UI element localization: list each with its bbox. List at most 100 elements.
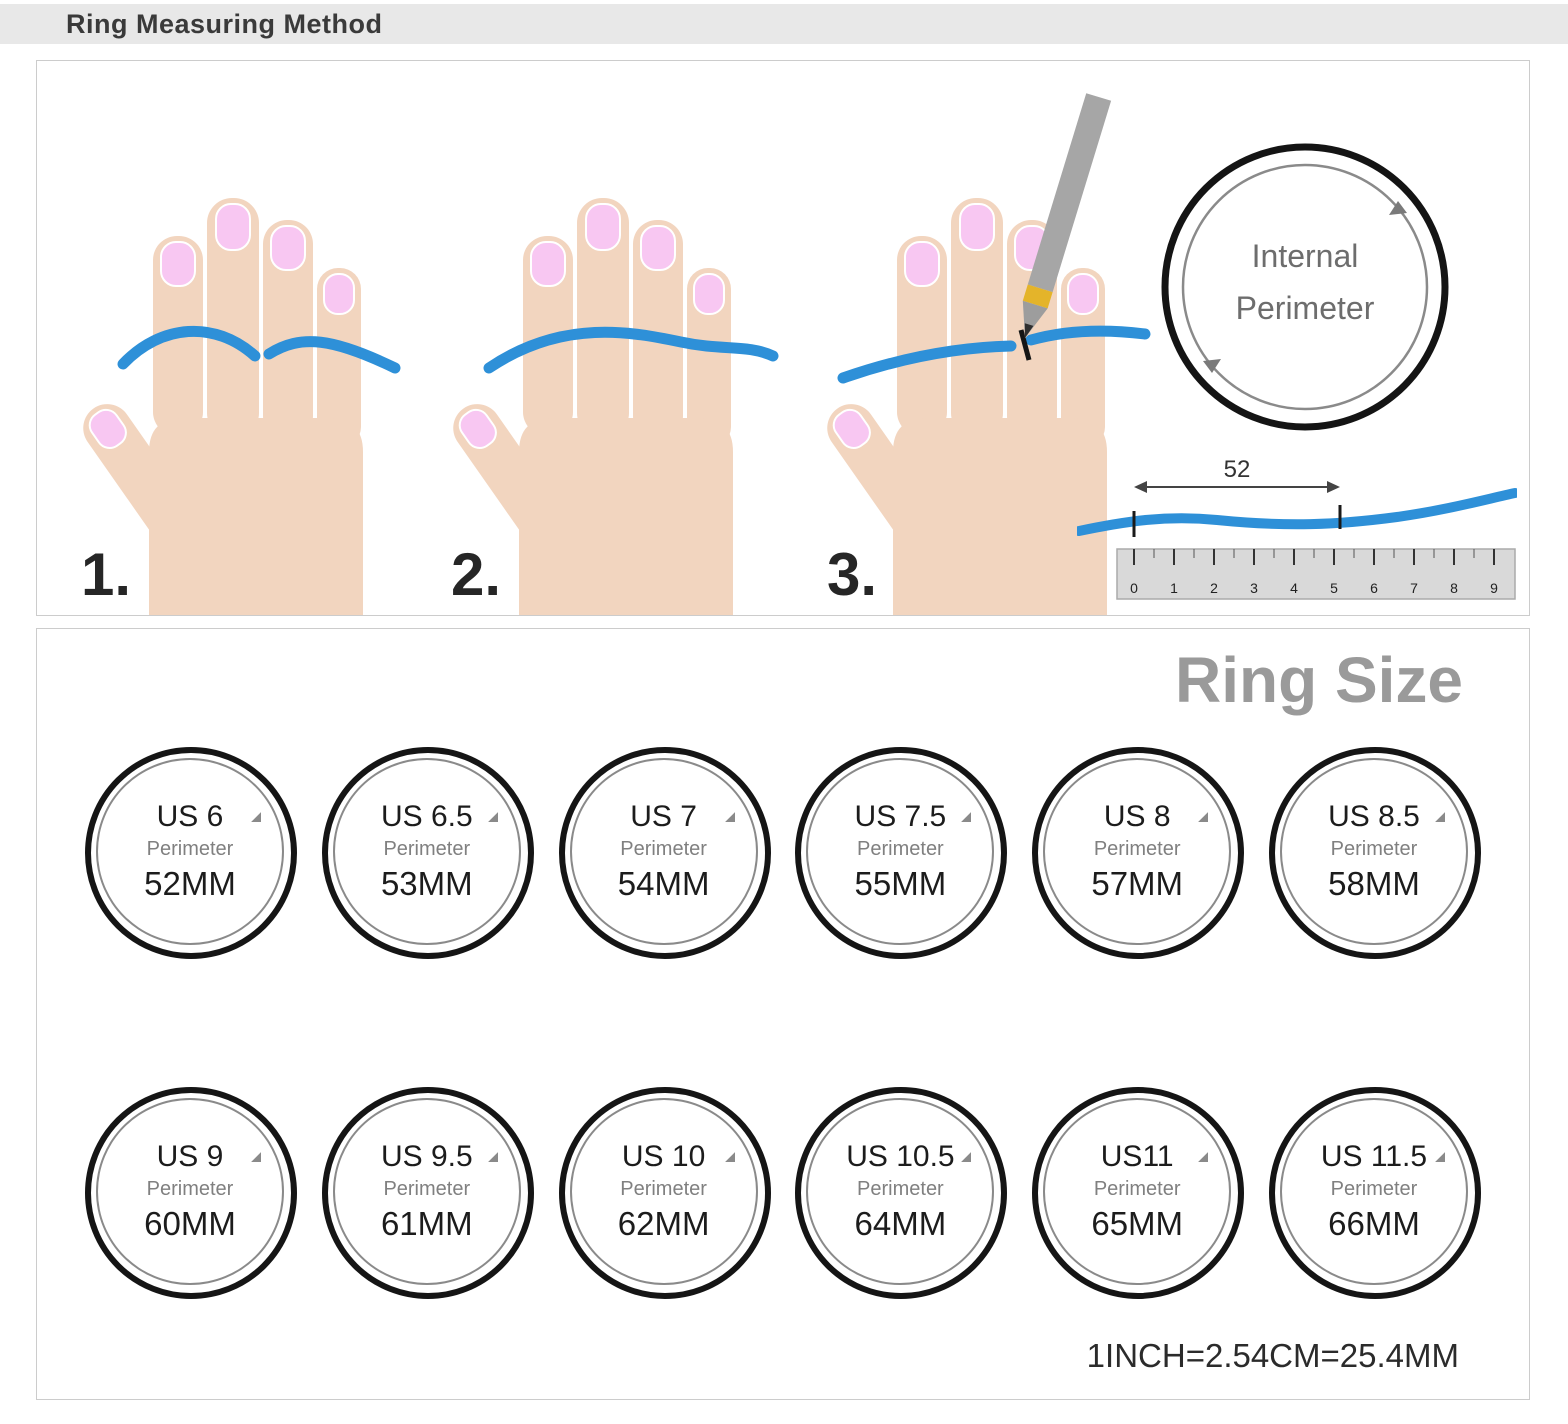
measuring-string-icon (117, 325, 401, 374)
ring-inner-circle: US 8.5 Perimeter 58MM (1279, 758, 1468, 945)
hand-shape (827, 198, 1107, 615)
ring-perimeter-value: 53MM (380, 865, 473, 902)
ring-us-size: US 8 (1103, 800, 1171, 833)
step-3-label: 3. (827, 541, 878, 608)
ring-us-size: US 10.5 (846, 1140, 955, 1173)
ruler-tick: 7 (1410, 580, 1418, 596)
ruler-tick: 1 (1170, 580, 1178, 596)
ring-perimeter-label: Perimeter (1093, 1178, 1181, 1200)
ring-perimeter-value: 58MM (1328, 865, 1420, 902)
ring-us-size: US 6 (156, 800, 224, 833)
step3-hand-illustration (809, 93, 1151, 615)
hand-icon (453, 198, 779, 615)
header-bar: Ring Measuring Method (0, 4, 1568, 44)
ring-size-item: US 9 Perimeter 60MM (85, 1087, 297, 1299)
ring-perimeter-label: Perimeter (383, 1178, 471, 1200)
ring-us-size: US 7.5 (854, 800, 947, 833)
hand-icon (827, 93, 1151, 615)
ring-size-item: US 7 Perimeter 54MM (558, 747, 771, 959)
ring-perimeter-value: 52MM (144, 865, 236, 902)
ruler-tick: 4 (1290, 580, 1298, 596)
ruler-tick: 8 (1450, 580, 1458, 596)
ring-us-size: US 7 (630, 800, 697, 833)
ring-size-item: US 6 Perimeter 52MM (85, 747, 297, 959)
ring-perimeter-label: Perimeter (383, 838, 471, 860)
ruler-tick: 6 (1370, 580, 1378, 596)
ring-perimeter-value: 65MM (1091, 1205, 1184, 1242)
measuring-string-icon (483, 326, 779, 374)
step2-hand-illustration (435, 116, 779, 615)
ruler-tick: 0 (1130, 580, 1138, 596)
page-title: Ring Measuring Method (66, 8, 383, 39)
ring-perimeter-value: 60MM (144, 1205, 236, 1242)
ruler-diagram: 52 0 1 2 3 4 5 6 7 8 9 (1074, 456, 1520, 612)
ring-perimeter-label: Perimeter (620, 838, 707, 860)
ring-perimeter-label: Perimeter (146, 1178, 234, 1200)
ruler-tick: 2 (1210, 580, 1218, 596)
ring-perimeter-value: 55MM (854, 865, 947, 902)
internal-perimeter-diagram: Internal Perimeter (1155, 137, 1455, 437)
ring-perimeter-label: Perimeter (1093, 838, 1181, 860)
ring-inner-circle: US 8 Perimeter 57MM (1043, 758, 1232, 945)
hand-icon (83, 198, 401, 615)
pen-icon (1022, 93, 1112, 338)
ring-us-size: US 9 (156, 1140, 224, 1173)
ring-perimeter-value: 66MM (1328, 1205, 1420, 1242)
ruler-tick: 3 (1250, 580, 1258, 596)
ring-perimeter-label: Perimeter (857, 838, 944, 860)
ring-us-size: US 6.5 (380, 800, 473, 833)
ring-row-2: US 9 Perimeter 60MM US 9.5 Perimeter 61M… (85, 1087, 1481, 1299)
ring-size-item: US 8 Perimeter 57MM (1032, 747, 1245, 959)
ring-inner-circle: US 6.5 Perimeter 53MM (332, 758, 521, 945)
ring-inner-circle: US 11.5 Perimeter 66MM (1279, 1098, 1468, 1285)
measuring-string-icon (837, 325, 1151, 384)
ring-inner-circle: US 10.5 Perimeter 64MM (806, 1098, 995, 1285)
perimeter-circle-line2: Perimeter (1236, 290, 1375, 326)
ring-us-size: US 10 (621, 1140, 706, 1173)
perimeter-circle-icon: Internal Perimeter (1161, 143, 1449, 431)
ring-us-size: US 11.5 (1320, 1140, 1428, 1173)
ring-us-size: US11 (1100, 1140, 1174, 1173)
ring-inner-circle: US 9 Perimeter 60MM (96, 1098, 284, 1285)
ring-perimeter-value: 61MM (380, 1205, 473, 1242)
ruler-tick: 9 (1490, 580, 1498, 596)
ring-perimeter-value: 54MM (617, 865, 710, 902)
ring-size-item: US 11.5 Perimeter 66MM (1268, 1087, 1481, 1299)
ring-inner-circle: US 9.5 Perimeter 61MM (332, 1098, 521, 1285)
ring-size-panel: Ring Size US 6 Perimeter 52MM US 6.5 Per… (36, 628, 1530, 1400)
ring-perimeter-label: Perimeter (1330, 838, 1418, 860)
step-2-label: 2. (451, 541, 502, 608)
size-chart-title: Ring Size (1174, 644, 1463, 716)
ring-inner-circle: US 7 Perimeter 54MM (569, 758, 758, 945)
hand-shape (83, 198, 363, 615)
ring-inner-circle: US11 Perimeter 65MM (1043, 1098, 1232, 1285)
ring-perimeter-value: 57MM (1091, 865, 1184, 902)
ring-size-item: US11 Perimeter 65MM (1032, 1087, 1245, 1299)
unit-conversion-note: 1INCH=2.54CM=25.4MM (1086, 1337, 1459, 1374)
ring-us-size: US 9.5 (380, 1140, 473, 1173)
ring-size-item: US 7.5 Perimeter 55MM (795, 747, 1008, 959)
measuring-method-panel: 1. (36, 60, 1530, 616)
ruler-tick: 5 (1330, 580, 1338, 596)
ring-size-item: US 10.5 Perimeter 64MM (795, 1087, 1008, 1299)
ring-perimeter-value: 64MM (854, 1205, 947, 1242)
ring-size-item: US 9.5 Perimeter 61MM (321, 1087, 534, 1299)
ring-perimeter-label: Perimeter (1330, 1178, 1418, 1200)
ruler-measurement: 52 (1224, 457, 1251, 483)
ring-perimeter-value: 62MM (617, 1205, 710, 1242)
ring-us-size: US 8.5 (1328, 800, 1420, 833)
ring-perimeter-label: Perimeter (620, 1178, 707, 1200)
ring-perimeter-label: Perimeter (857, 1178, 944, 1200)
ring-row-1: US 6 Perimeter 52MM US 6.5 Perimeter 53M… (85, 747, 1481, 959)
ring-inner-circle: US 6 Perimeter 52MM (96, 758, 284, 945)
ring-size-item: US 8.5 Perimeter 58MM (1268, 747, 1481, 959)
step1-hand-illustration (65, 116, 405, 615)
hand-shape (453, 198, 733, 615)
step-1-label: 1. (81, 541, 132, 608)
string-on-ruler (1074, 488, 1520, 536)
ring-perimeter-label: Perimeter (146, 838, 234, 860)
ring-inner-circle: US 7.5 Perimeter 55MM (806, 758, 995, 945)
perimeter-circle-line1: Internal (1252, 238, 1359, 274)
ruler-icon: 52 0 1 2 3 4 5 6 7 8 9 (1074, 456, 1520, 600)
